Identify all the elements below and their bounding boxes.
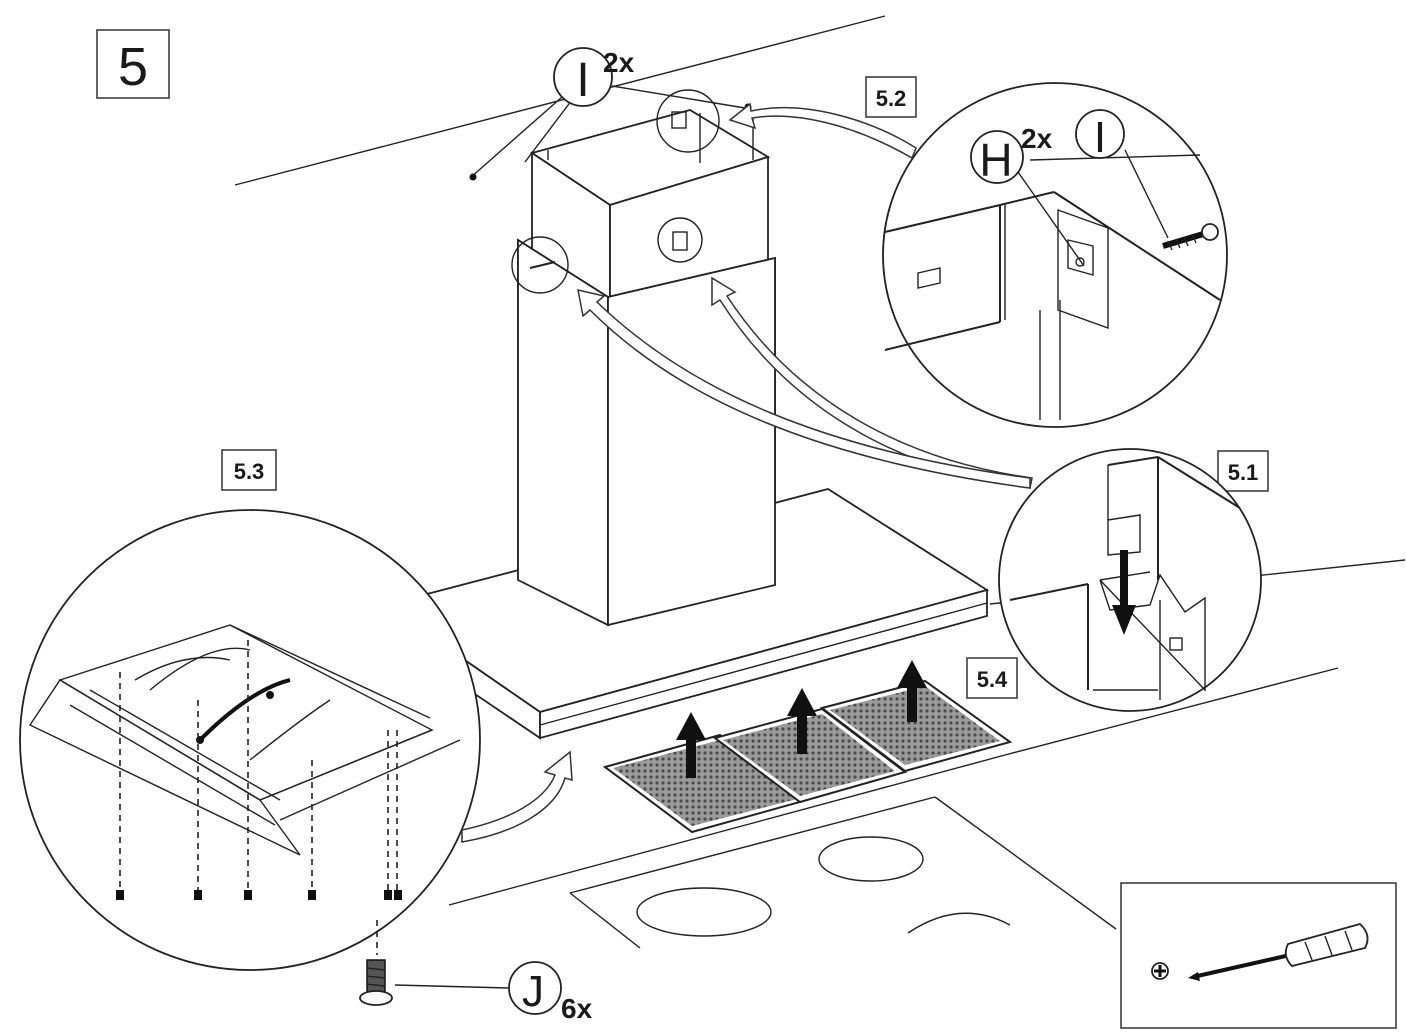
screw-icon: [394, 890, 402, 900]
screw-I-icon: [1162, 223, 1219, 251]
screw-J-icon: [359, 959, 393, 1006]
part-circle-H: [970, 130, 1024, 184]
top-screw-callout: I 2x: [469, 47, 752, 181]
part-qty-H: 2x: [1021, 123, 1053, 154]
substep-5-2-label: 5.2: [876, 86, 907, 111]
arrow-up-icon: [787, 688, 817, 754]
screw-J-callout: J 6x: [359, 959, 593, 1024]
part-circle-I-top: [553, 47, 613, 107]
phillips-screwdriver-icon: [1188, 922, 1369, 981]
screw-icon: [384, 890, 392, 900]
screw-dash-lines: [119, 640, 398, 955]
detail-5-2: 5.2 H 2x I: [865, 76, 1228, 428]
arrow-5-2: [728, 102, 917, 160]
arrow-up-icon: [897, 660, 927, 722]
arrow-up-icon: [676, 712, 706, 778]
cooktop-burners: [636, 836, 1011, 937]
arrows-5-1: [577, 276, 1033, 489]
substep-5-1-label: 5.1: [1228, 460, 1259, 485]
part-circle-I-detail: [1075, 109, 1125, 159]
part-circle-J: [508, 961, 562, 1015]
detail-circle-5-2: [882, 82, 1228, 428]
ceiling-line: [234, 15, 886, 186]
substep-5-3-label: 5.3: [234, 459, 265, 484]
screw-icon: [194, 890, 202, 900]
part-letter-I-top: I: [576, 54, 589, 107]
screw-icon: [116, 890, 124, 900]
arrow-5-3: [461, 750, 573, 843]
detail-circle-5-3: [19, 509, 481, 971]
hood-underside: [28, 624, 461, 856]
part-letter-I-detail: I: [1094, 113, 1106, 162]
step-number: 5: [118, 37, 148, 97]
filter-panel: [819, 679, 1013, 773]
detail-5-3: 5.3: [19, 449, 481, 971]
part-qty-J: 6x: [561, 993, 593, 1024]
screw-icon: [469, 173, 477, 181]
detail-5-1: 5.1: [998, 448, 1269, 712]
substep-5-4-label: 5.4: [977, 667, 1008, 692]
step-number-box: 5: [96, 29, 170, 99]
grease-filters: 5.4: [602, 657, 1018, 834]
part-letter-J: J: [522, 967, 544, 1016]
chimney-detail-circles: [511, 89, 720, 294]
detail-circle-5-1: [998, 448, 1262, 712]
tool-box: [1120, 882, 1397, 1029]
phillips-screw-head-icon: [1151, 962, 1169, 980]
arrow-down-icon: [1112, 550, 1136, 635]
screw-icon: [244, 890, 252, 900]
part-qty-I-top: 2x: [603, 47, 635, 78]
screw-icon: [308, 890, 316, 900]
part-letter-H: H: [979, 134, 1012, 186]
